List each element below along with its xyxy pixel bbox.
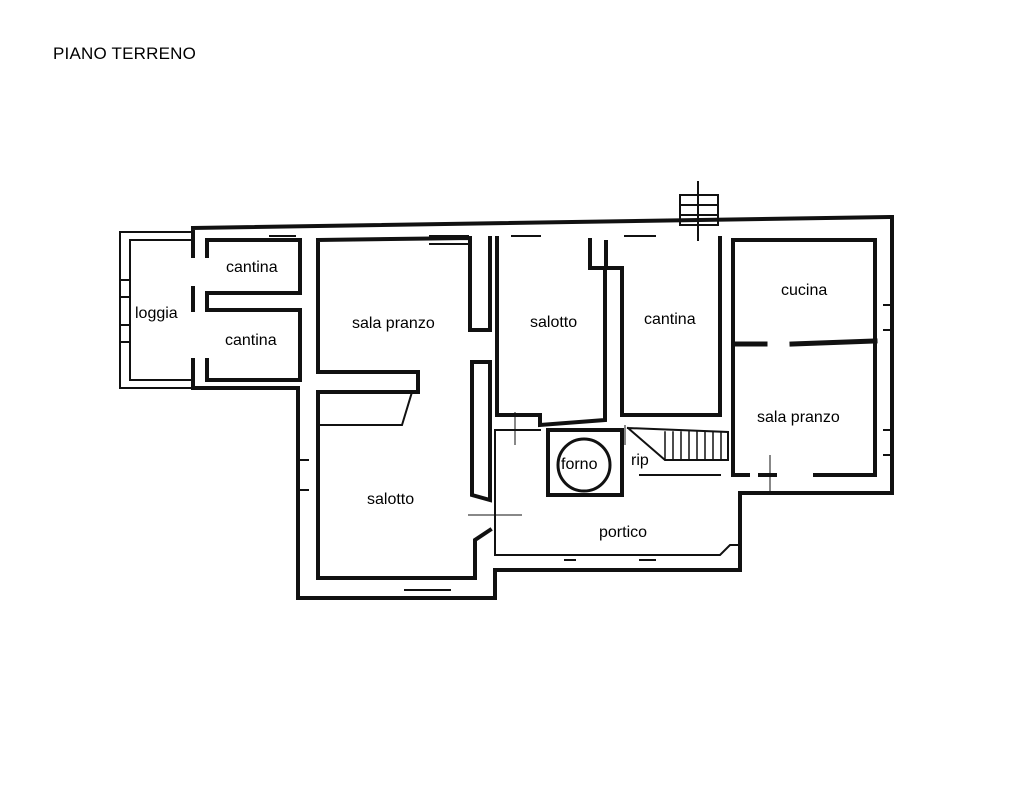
room-label-sala-pranzo-left: sala pranzo [352, 315, 435, 332]
room-label-sala-pranzo-right: sala pranzo [757, 409, 840, 426]
outer-wall [190, 214, 894, 600]
chimney [679, 181, 719, 241]
cucina-divider [732, 338, 878, 347]
rip-wall [626, 426, 729, 476]
stairs [664, 431, 722, 461]
salotto-left-divider [470, 360, 492, 503]
door-markers [468, 412, 771, 516]
room-label-loggia: loggia [135, 305, 178, 322]
room-label-cantina-bottom: cantina [225, 332, 277, 349]
room-label-cantina-center: cantina [644, 311, 696, 328]
room-label-portico: portico [599, 524, 647, 541]
salotto-left-inner [317, 390, 414, 426]
forno-wall [546, 428, 624, 497]
loggia-wall [119, 231, 194, 389]
room-label-forno: forno [561, 456, 598, 473]
forno-oven [556, 437, 612, 493]
cantina-center-wall [604, 236, 722, 417]
salotto-center-wall [495, 236, 607, 428]
cantina-wall-top [191, 230, 302, 390]
page-title: PIANO TERRENO [53, 44, 197, 63]
windows [269, 235, 893, 599]
room-label-cucina: cucina [781, 282, 827, 299]
loggia-openings [119, 279, 131, 343]
portico-wall [494, 429, 741, 556]
room-label-salotto-left: salotto [367, 491, 414, 508]
walls [119, 181, 894, 600]
cucina-wall [731, 238, 877, 477]
room-label-salotto-center: salotto [530, 314, 577, 331]
room-label-rip: rip [631, 452, 649, 469]
sala-pranzo-left-wall [315, 235, 493, 580]
room-label-cantina-top: cantina [226, 259, 278, 276]
